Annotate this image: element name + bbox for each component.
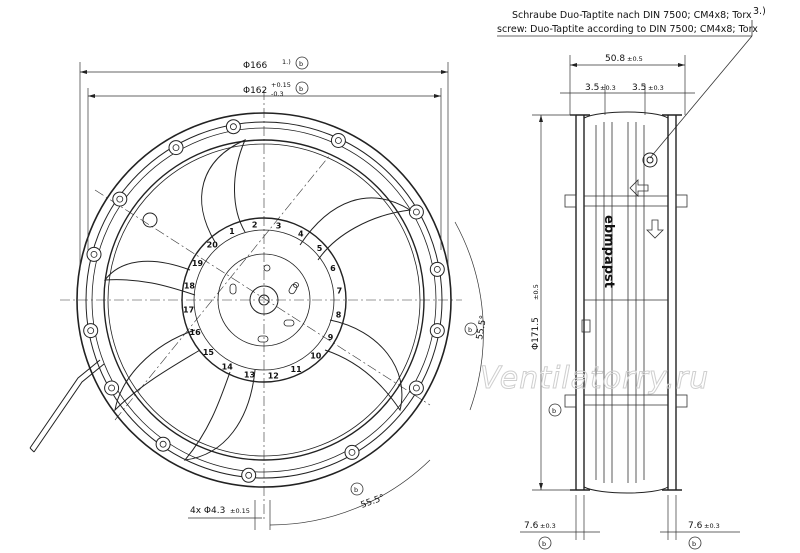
hub-number: 4 [298,230,304,239]
dim-inner-tol-lower: -0.3 [271,90,284,98]
hub-number: 10 [310,352,322,361]
hub-number: 17 [183,305,194,314]
note-line-de: Schraube Duo-Taptite nach DIN 7500; CM4x… [512,10,752,21]
impeller-blades [103,139,412,461]
hub-number: 14 [222,363,234,372]
angle-bottom-tag: b [354,486,358,494]
dim-bottom-right-value: 7.6 [688,521,703,531]
dim-outer-value: Φ166 [243,61,268,71]
hub-number: 3 [276,221,282,230]
hub-number: 1 [229,227,235,236]
mounting-lugs [83,119,445,483]
mounting-lug-hole [108,384,115,392]
side-view: 50.8 ±0.5 3.5 ±0.3 3.5 ±0.3 ebmpapst [520,54,740,550]
angle-bottom-value: 55.5° [360,493,386,511]
mounting-lug [83,323,99,339]
note-line-en: screw: Duo-Taptite according to DIN 7500… [497,24,758,35]
mounting-lug [408,204,424,220]
mounting-lug-hole [245,471,253,479]
dim-width-value: 50.8 [605,54,625,64]
hub-number: 16 [190,328,202,337]
hole-dim-value: 4x Φ4.3 [190,506,225,516]
note-ref: 3.) [753,6,766,17]
dim-bottom-left-tol: ±0.3 [540,522,556,530]
brand-label: ebmpapst [601,215,616,288]
dim-height-tag: b [552,407,556,415]
dim-outer-ref: 1.) [282,58,291,66]
hub-number: 12 [268,371,279,380]
dim-inner-tol-upper: +0.15 [271,81,291,89]
dim-right-ring-value: 3.5 [632,83,646,93]
mounting-lug-hole [159,440,167,448]
hub-number: 9 [328,333,334,342]
dim-inner-value: Φ162 [243,86,267,96]
hub-number: 13 [244,371,255,380]
mounting-lug-hole [412,384,420,392]
mounting-lug-hole [348,448,356,456]
hub-number: 15 [203,348,215,357]
mounting-lug [330,133,346,148]
hub-number: 7 [337,287,343,296]
mounting-lug [225,119,241,135]
hub-number: 2 [252,221,258,230]
dim-height-value: Φ171.5 [531,317,541,350]
hub-number: 6 [330,264,336,273]
dim-left-ring-value: 3.5 [585,83,599,93]
dim-bottom-left-tag: b [542,540,546,548]
dim-bottom-right-tag: b [692,540,696,548]
mounting-lug [241,467,257,483]
dim-right-ring-tol: ±0.3 [648,84,664,92]
mounting-lug-hole [87,327,95,335]
hub-number: 5 [317,244,323,253]
hub-number: 18 [184,282,196,291]
dim-bottom-left-value: 7.6 [524,521,539,531]
mounting-lug-hole [172,144,180,152]
mounting-lug-hole [433,327,441,335]
mounting-lug [112,191,128,207]
mounting-lug [429,323,445,339]
dim-left-ring-tol: ±0.3 [600,84,616,92]
dim-outer-tag: b [299,60,303,68]
mounting-lug-hole [90,250,98,258]
mounting-lug [155,436,171,452]
dim-bottom-right-tol: ±0.3 [704,522,720,530]
hub-number: 20 [207,240,219,249]
angle-right-tag: b [468,326,472,334]
mounting-lug-hole [116,195,124,203]
angle-right-value: 55.5° [475,315,489,341]
dim-inner-tag: b [299,85,303,93]
mounting-lug-hole [334,137,342,144]
mounting-lug [104,380,120,396]
hole-dim-tol: ±0.15 [230,507,250,515]
mounting-lug [429,261,445,277]
screw-note: Schraube Duo-Taptite nach DIN 7500; CM4x… [497,6,766,159]
mounting-lug-hole [433,265,441,273]
hub-number: 11 [291,365,303,374]
mounting-lug [408,380,424,396]
hub-number: 8 [336,311,342,320]
dim-width-tol: ±0.5 [627,55,643,63]
mounting-lug [86,246,102,262]
mounting-lug-hole [412,208,420,216]
hub-number: 19 [192,259,204,268]
mounting-lug [168,140,184,156]
dim-height-tol: ±0.5 [532,284,540,300]
mounting-lug-hole [229,123,237,131]
mounting-lug [344,444,360,460]
watermark: Ventilatorry.ru [480,361,709,396]
